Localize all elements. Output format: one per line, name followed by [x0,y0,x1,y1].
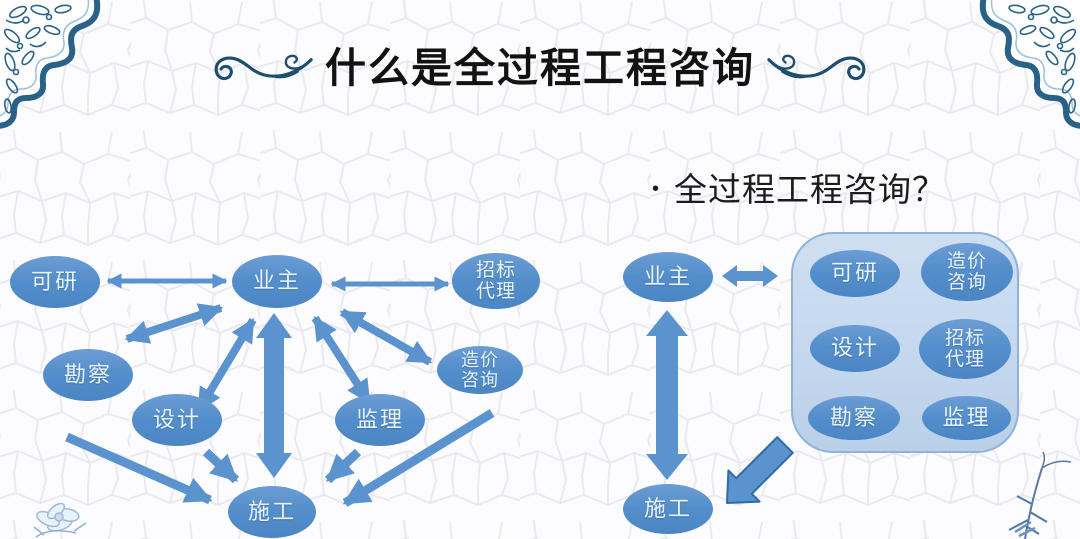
node-supervision-left: 监理 [335,394,425,446]
node-service-survey: 勘察 [808,396,900,440]
subtitle: • 全过程工程咨询？ [652,163,946,211]
page-title: 什么是全过程工程咨询 [325,45,755,92]
node-service-feasibility: 可研 [810,250,900,297]
subtitle-text: 全过程工程咨询？ [674,171,947,208]
node-construction-right: 施工 [623,484,713,534]
swirl-flourish-right-icon [767,54,866,81]
node-bidding-agency-left: 招标 代理 [452,253,540,309]
bullet-icon: • [652,177,661,200]
node-feasibility-left: 可研 [10,256,100,308]
node-owner-right: 业主 [623,252,713,302]
node-service-cost-consulting: 造价 咨询 [921,243,1013,301]
node-owner-left: 业主 [232,255,322,308]
node-service-design: 设计 [810,325,900,372]
node-design-left: 设计 [132,394,222,446]
bamboo-ornament-bottomright [1008,452,1072,539]
node-cost-consulting-left: 造价 咨询 [437,346,523,394]
node-survey-left: 勘察 [43,349,133,401]
node-service-bidding-agency: 招标 代理 [919,319,1011,379]
flower-ornament-bottomleft [33,502,87,538]
node-service-supervision: 监理 [922,396,1011,440]
porcelain-corner-ornament-topright [979,0,1080,130]
title-row: 什么是全过程工程咨询 [0,46,1080,92]
porcelain-corner-ornament-topleft [0,0,101,129]
node-construction-left: 施工 [228,486,316,538]
swirl-flourish-left-icon [214,54,313,81]
